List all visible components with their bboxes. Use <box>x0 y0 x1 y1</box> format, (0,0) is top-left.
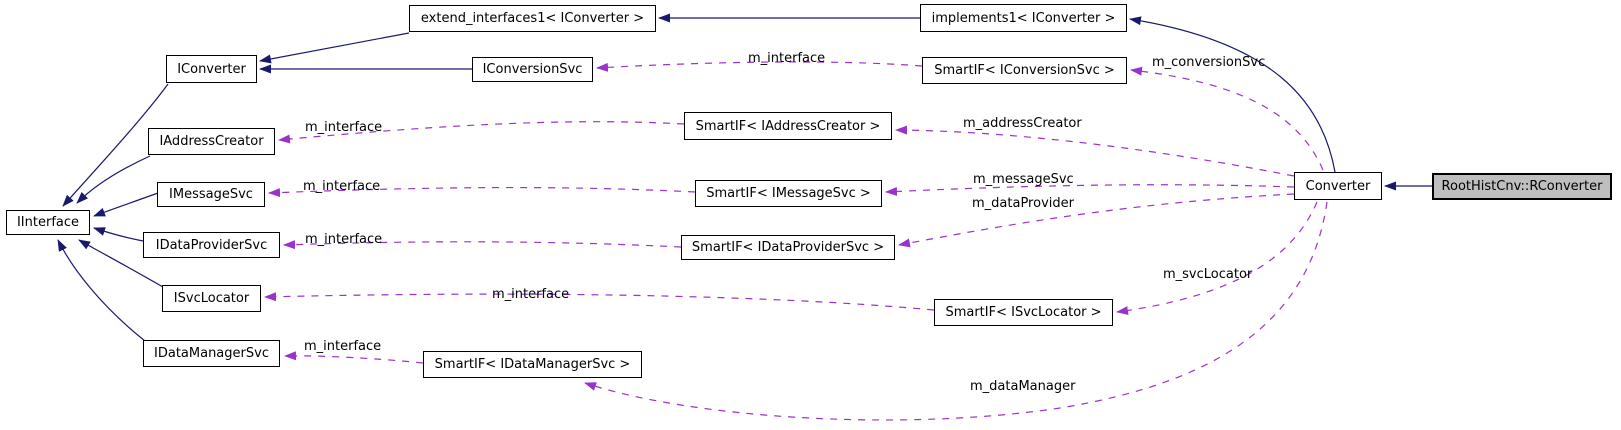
node-iconverter[interactable]: IConverter <box>166 55 257 83</box>
edge-label-m-interface-addresscreator: m_interface <box>305 120 383 135</box>
edge-label-m-conversionsvc: m_conversionSvc <box>1152 55 1266 70</box>
edge-label-m-dataprovider: m_dataProvider <box>972 196 1074 211</box>
edge-label-m-interface-messagesvc: m_interface <box>303 179 381 194</box>
edge-label-m-interface-svclocator: m_interface <box>492 287 570 302</box>
node-implements1[interactable]: implements1< IConverter > <box>920 4 1127 32</box>
edge-label-m-datamanager: m_dataManager <box>970 379 1076 394</box>
node-smartif-imessagesvc[interactable]: SmartIF< IMessageSvc > <box>695 180 882 207</box>
node-roothistcnv-rconverter: RootHistCnv::RConverter <box>1432 173 1612 200</box>
edge-converter-to-smartif-isvclocator <box>1116 201 1318 315</box>
edge-imessagesvc-to-iinterface <box>93 192 159 217</box>
node-converter[interactable]: Converter <box>1294 172 1382 200</box>
edge-smartif-iconversionsvc-to-iconversionsvc <box>596 61 923 72</box>
node-iaddresscreator[interactable]: IAddressCreator <box>148 128 275 155</box>
node-smartif-isvclocator[interactable]: SmartIF< ISvcLocator > <box>934 299 1113 326</box>
node-idatamanagersvc[interactable]: IDataManagerSvc <box>143 340 280 367</box>
edge-converter-to-implements1 <box>1129 16 1336 173</box>
node-isvclocator[interactable]: ISvcLocator <box>162 285 261 312</box>
edge-isvclocator-to-iinterface <box>78 239 164 288</box>
edge-idatamanagersvc-to-iinterface <box>57 239 146 342</box>
edge-converter-to-smartif-idataprovidersvc <box>898 193 1295 248</box>
edge-extend-interfaces1-to-iconverter <box>259 32 410 64</box>
edge-converter-to-smartif-iconversionsvc <box>1130 66 1324 171</box>
edge-label-m-interface-datamanagersvc: m_interface <box>304 339 382 354</box>
edge-idataprovidersvc-to-iinterface <box>93 227 144 242</box>
edge-label-m-messagesvc: m_messageSvc <box>973 172 1074 187</box>
edge-iaddresscreator-to-iinterface <box>76 155 151 204</box>
edge-iconverter-to-iinterface <box>62 83 169 207</box>
node-smartif-iconversionsvc[interactable]: SmartIF< IConversionSvc > <box>922 57 1127 84</box>
edge-smartif-iaddresscreator-to-iaddresscreator <box>278 121 685 144</box>
edge-smartif-idatamanagersvc-to-idatamanagersvc <box>284 351 424 364</box>
node-imessagesvc[interactable]: IMessageSvc <box>157 182 265 207</box>
edge-label-m-addresscreator: m_addressCreator <box>963 116 1082 131</box>
edge-converter-to-smartif-idatamanagersvc <box>584 201 1328 421</box>
edge-smartif-imessagesvc-to-imessagesvc <box>268 186 696 198</box>
node-smartif-idataprovidersvc[interactable]: SmartIF< IDataProviderSvc > <box>681 235 895 260</box>
node-idataprovidersvc[interactable]: IDataProviderSvc <box>143 232 280 258</box>
node-smartif-idatamanagersvc[interactable]: SmartIF< IDataManagerSvc > <box>423 351 642 378</box>
node-iconversionsvc[interactable]: IConversionSvc <box>472 57 593 82</box>
edge-smartif-idataprovidersvc-to-idataprovidersvc <box>283 240 682 250</box>
edge-converter-to-smartif-imessagesvc <box>885 184 1295 196</box>
edge-smartif-isvclocator-to-isvclocator <box>264 292 935 311</box>
edge-label-m-interface-dataprovidersvc: m_interface <box>305 232 383 247</box>
node-smartif-iaddresscreator[interactable]: SmartIF< IAddressCreator > <box>684 112 892 140</box>
edge-label-m-interface-conversionsvc: m_interface <box>748 51 826 66</box>
edge-converter-to-smartif-iaddresscreator <box>895 125 1295 177</box>
node-extend-interfaces1[interactable]: extend_interfaces1< IConverter > <box>409 5 656 32</box>
node-iinterface[interactable]: IInterface <box>6 210 90 235</box>
edge-label-m-svclocator: m_svcLocator <box>1163 267 1253 282</box>
